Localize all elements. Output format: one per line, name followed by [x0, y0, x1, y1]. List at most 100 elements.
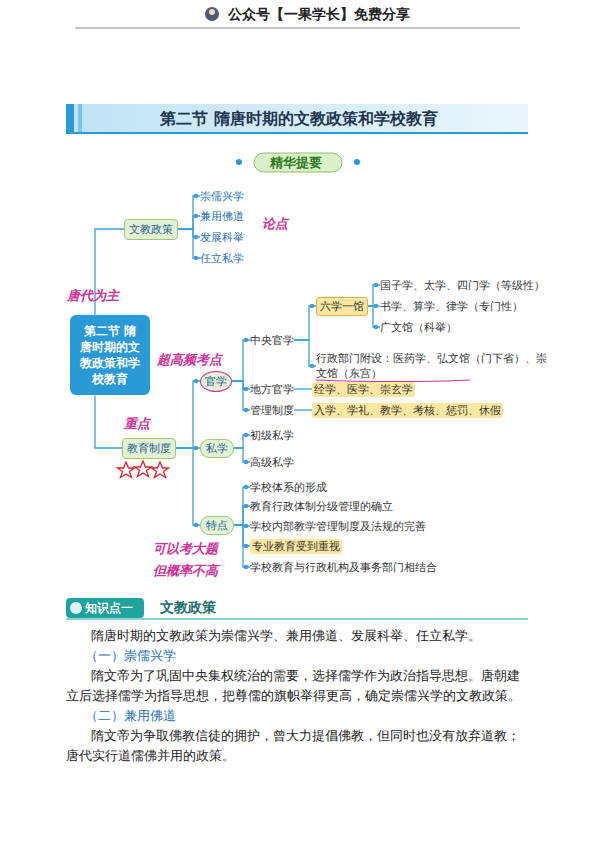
hub-box: 官学 — [200, 371, 232, 392]
node-text: 管理制度 — [250, 404, 294, 417]
branch-dot — [244, 544, 249, 549]
section-title: 第二节 隋唐时期的文教政策和学校教育 — [160, 109, 438, 130]
branch-box: 教育制度 — [122, 438, 176, 459]
tree-connector — [234, 506, 250, 525]
subheading: （二）兼用佛道 — [66, 706, 528, 726]
branch-dot — [244, 565, 249, 570]
paragraph: 隋唐时期的文教政策为崇儒兴学、兼用佛道、发展科举、任立私学。 — [66, 626, 528, 646]
map-item: 书学、算学、律学（专门性） — [380, 299, 523, 314]
node-text: 六学一馆 — [320, 300, 364, 313]
map-item: 学校体系的形成 — [250, 480, 327, 495]
node-text: 书学、算学、律学（专门性） — [380, 300, 523, 313]
node-text: 任立私学 — [200, 252, 244, 265]
map-item: 地方官学 — [250, 382, 294, 397]
pill-dot — [354, 159, 360, 165]
tree-connector — [232, 340, 250, 381]
tree-connector — [176, 381, 200, 448]
node-text: 崇儒兴学 — [200, 190, 244, 203]
branch-dot — [194, 379, 199, 384]
tree-connector — [234, 448, 250, 462]
map-item: 广文馆（科举） — [380, 320, 457, 335]
node-text: 兼用佛道 — [200, 210, 244, 223]
hand-note: 唐代为主 — [67, 287, 119, 305]
node-text: 文教政策 — [129, 223, 173, 236]
node-text: 高级私学 — [250, 456, 294, 469]
map-item: 任立私学 — [200, 251, 244, 266]
node-text: 行政部门附设：医药学、弘文馆（门下省）、崇文馆（东宫） — [316, 352, 547, 380]
node-text: 特点 — [206, 519, 228, 532]
section-badge-text: 知识点一 — [85, 600, 133, 617]
branch-dot — [194, 235, 199, 240]
root-box: 第二节 隋唐时期的文教政策和学校教育 — [70, 315, 150, 396]
tree-connector — [368, 306, 380, 327]
branch-dot — [244, 408, 249, 413]
tree-connector — [294, 340, 316, 366]
branch-dot — [374, 283, 379, 288]
node-text: 教育行政体制分级管理的确立 — [250, 500, 393, 513]
branch-dot — [244, 460, 249, 465]
node-text: 经学、医学、崇玄学 — [314, 383, 413, 396]
map-item: 专业教育受到重视 — [250, 539, 342, 554]
branch-dot — [244, 387, 249, 392]
body-text: 隋唐时期的文教政策为崇儒兴学、兼用佛道、发展科举、任立私学。（一）崇儒兴学隋文帝… — [66, 626, 528, 766]
node-text: 初级私学 — [250, 429, 294, 442]
hand-note: 论点 — [262, 215, 288, 233]
subheading: （一）崇儒兴学 — [66, 646, 528, 666]
node-text: 专业教育受到重视 — [252, 540, 340, 553]
node-text: 发展科举 — [200, 231, 244, 244]
map-item: 发展科举 — [200, 230, 244, 245]
hand-note: 超高频考点 — [157, 351, 222, 369]
node-text: 学校体系的形成 — [250, 481, 327, 494]
hand-stars — [118, 461, 169, 478]
header-rule — [75, 28, 520, 29]
branch-box: 文教政策 — [124, 219, 178, 240]
node-text: 学校教育与行政机构及事务部门相结合 — [250, 561, 437, 574]
branch-dot — [244, 338, 249, 343]
hand-note: 可以考大题 — [153, 540, 218, 558]
node-text: 中央官学 — [250, 334, 294, 347]
branch-dot — [194, 194, 199, 199]
hand-note: 重点 — [124, 415, 150, 433]
tree-connector — [294, 306, 316, 340]
map-item: 管理制度 — [250, 403, 294, 418]
branch-dot — [194, 523, 199, 528]
map-item: 兼用佛道 — [200, 209, 244, 224]
node-text: 第二节 隋唐时期的文教政策和学校教育 — [80, 324, 140, 387]
node-text: 私学 — [206, 442, 228, 455]
branch-dot — [310, 304, 315, 309]
branch-dot — [310, 364, 315, 369]
map-item: 中央官学 — [250, 333, 294, 348]
tree-connector — [234, 435, 250, 448]
map-item: 国子学、太学、四门学（等级性） — [380, 278, 545, 293]
tree-connector — [294, 388, 312, 389]
tree-connector — [232, 381, 250, 410]
map-item: 初级私学 — [250, 428, 294, 443]
map-item: 学校教育与行政机构及事务部门相结合 — [250, 560, 437, 575]
node-text: 学校内部教学管理制度及法规的完善 — [250, 520, 426, 533]
hand-note: 但概率不高 — [153, 562, 218, 580]
paragraph: 隋文帝为争取佛教信徒的拥护，曾大力提倡佛教，但同时也没有放弃道教；唐代实行道儒佛… — [66, 726, 528, 766]
tree-connector — [95, 395, 122, 448]
node-text: 广文馆（科举） — [380, 321, 457, 334]
tree-connector — [176, 448, 200, 525]
map-item: 六学一馆 — [316, 297, 368, 316]
map-item: 入学、学礼、教学、考核、惩罚、休假 — [312, 403, 503, 418]
node-text: 地方官学 — [250, 383, 294, 396]
tree-connector — [294, 409, 312, 410]
branch-dot — [374, 304, 379, 309]
tree-connector — [178, 229, 200, 258]
pill — [254, 153, 342, 172]
branch-dot — [194, 214, 199, 219]
branch-dot — [194, 256, 199, 261]
map-item: 崇儒兴学 — [200, 189, 244, 204]
tree-connector — [234, 525, 250, 546]
hub-box: 特点 — [200, 516, 234, 535]
summary-pill: 精华提要 — [270, 154, 322, 172]
node-text: 入学、学礼、教学、考核、惩罚、休假 — [314, 404, 501, 417]
map-item: 教育行政体制分级管理的确立 — [250, 499, 393, 514]
header-text: 公众号【一果学长】免费分享 — [228, 6, 410, 24]
tree-connector — [368, 285, 380, 306]
paragraph: 隋文帝为了巩固中央集权统治的需要，选择儒学作为政治指导思想。唐朝建立后选择儒学为… — [66, 666, 528, 706]
tree-connector — [234, 525, 250, 567]
tree-connector — [234, 487, 250, 525]
